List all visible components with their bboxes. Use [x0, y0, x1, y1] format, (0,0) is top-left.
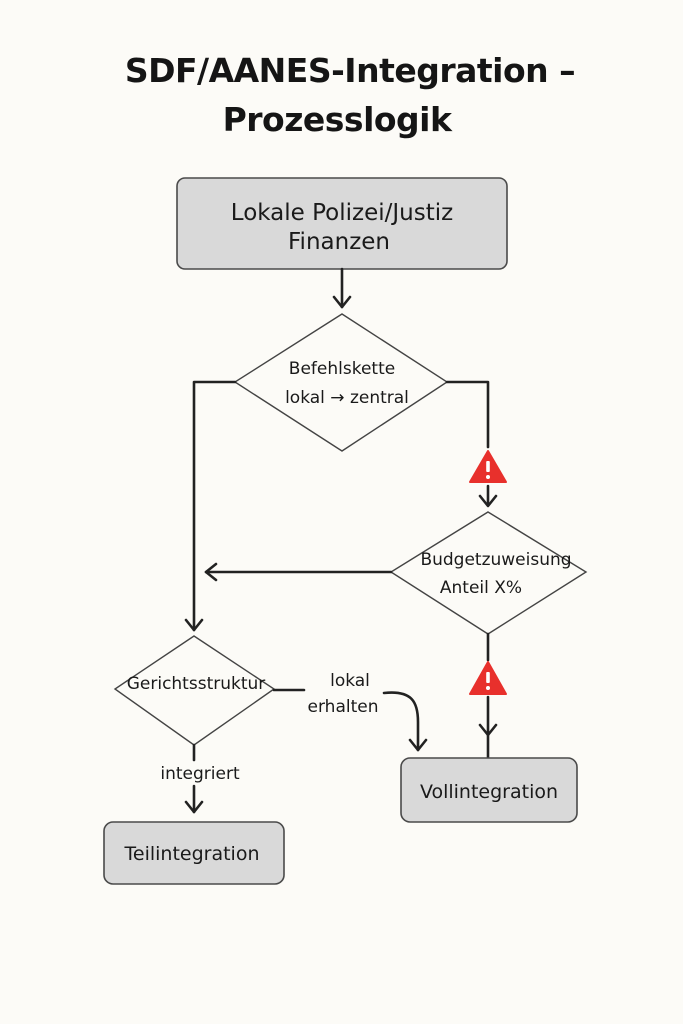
full-integration-node: Vollintegration: [400, 757, 578, 823]
edge-budget-to-left: [204, 562, 393, 582]
budget-decision-label-line-1: Budgetzuweisung: [420, 550, 571, 570]
start-node-label-line-2: Finanzen: [288, 229, 390, 255]
start-node: Lokale Polizei/Justiz Finanzen: [176, 177, 508, 270]
edge-label-integrated: integriert: [160, 764, 240, 784]
edge-chain-to-budget: [445, 380, 498, 508]
start-node-label-line-1: Lokale Polizei/Justiz: [231, 200, 453, 226]
full-integration-label: Vollintegration: [420, 781, 558, 803]
partial-integration-node: Teilintegration: [103, 821, 285, 885]
chain-decision-diamond: [233, 313, 449, 452]
partial-integration-box: [103, 821, 285, 885]
chain-decision-label-line-1: Befehlskette: [289, 359, 395, 379]
edge-label-local-line-1: lokal: [330, 671, 370, 691]
court-decision-label: Gerichtsstruktur: [127, 674, 266, 694]
warning-triangle-icon: [469, 450, 507, 483]
title-line-2: Prozesslogik: [223, 100, 453, 139]
budget-decision-node: Budgetzuweisung Anteil X%: [389, 511, 588, 635]
court-decision-node: Gerichtsstruktur: [113, 635, 276, 746]
title-line-1: SDF/AANES-Integration –: [125, 51, 575, 90]
chain-decision-label-line-2: lokal → zentral: [285, 388, 409, 408]
budget-decision-diamond: [389, 511, 588, 635]
budget-decision-label-line-2: Anteil X%: [440, 578, 522, 598]
edge-chain-to-court: [184, 380, 237, 632]
warning-triangle-icon: [469, 661, 507, 695]
partial-integration-label: Teilintegration: [124, 843, 260, 865]
edge-court-to-partial: [184, 743, 204, 814]
edge-court-to-full: [272, 688, 428, 752]
full-integration-box: [400, 757, 578, 823]
edge-label-local-line-2: erhalten: [308, 697, 379, 717]
chain-decision-node: Befehlskette lokal → zentral: [233, 313, 449, 452]
edge-budget-to-full: [478, 632, 498, 759]
edge-start-to-chain: [332, 267, 352, 309]
